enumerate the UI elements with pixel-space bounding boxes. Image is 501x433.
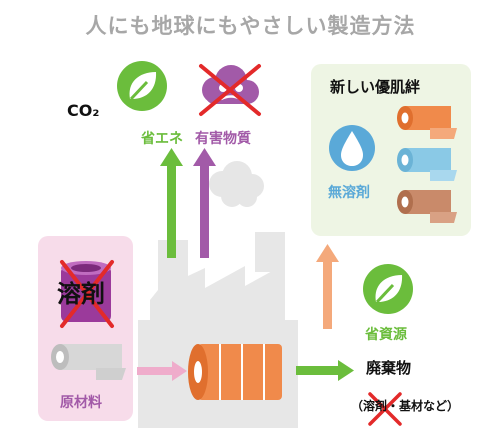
- hazardous-arrow: [193, 148, 216, 258]
- water-drop-icon: [329, 125, 375, 171]
- tape-roll-icon: [397, 190, 457, 223]
- energy-saving-arrow: [160, 148, 183, 258]
- solvent-free-label: 無溶剤: [328, 185, 370, 201]
- waste-detail-crossed: 溶剤: [363, 399, 388, 413]
- waste-detail-open: （: [351, 399, 364, 413]
- tape-roll-icon: [188, 344, 282, 400]
- waste-detail: （溶剤・基材など）: [351, 397, 459, 414]
- new-product-title: 新しい優肌絆: [330, 78, 421, 96]
- energy-saving-label: 省エネ: [141, 131, 183, 147]
- solvent-label: 溶剤: [57, 280, 105, 308]
- tape-roll-icon: [397, 148, 457, 181]
- tape-roll-icon: [51, 344, 126, 380]
- resource-saving-label: 省資源: [365, 327, 407, 343]
- leaf-icon: [117, 61, 167, 111]
- product-output-arrow: [316, 244, 339, 329]
- page-title: 人にも地球にもやさしい製造方法: [85, 14, 416, 38]
- hazardous-label: 有害物質: [195, 131, 251, 147]
- cross-mark-icon: [60, 260, 114, 328]
- smoke-icon: [209, 161, 264, 207]
- cross-mark-icon: [368, 392, 402, 426]
- waste-output-arrow: [296, 360, 354, 381]
- waste-label: 廃棄物: [366, 359, 412, 377]
- tape-roll-icon: [397, 106, 457, 139]
- leaf-icon: [363, 264, 413, 314]
- raw-materials-label: 原材料: [60, 395, 102, 411]
- waste-detail-rest: ・基材など）: [387, 399, 460, 413]
- co2-label: CO₂: [67, 101, 100, 120]
- cross-mark-icon: [199, 64, 261, 116]
- raw-input-arrow: [137, 361, 187, 381]
